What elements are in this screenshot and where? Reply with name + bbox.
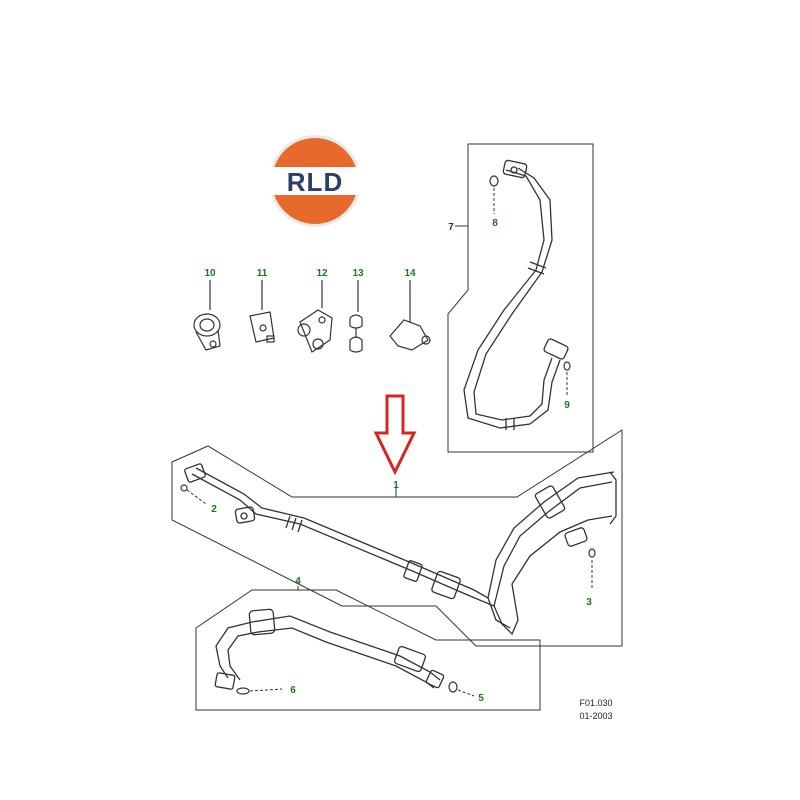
callout-14: 14 <box>404 268 416 279</box>
callout-4: 4 <box>295 576 301 587</box>
figure-date: 01-2003 <box>579 711 612 721</box>
part-12-block <box>297 280 333 353</box>
callout-1: 1 <box>393 480 399 491</box>
callout-13: 13 <box>352 268 364 279</box>
logo-band <box>266 167 364 195</box>
callout-10: 10 <box>204 268 216 279</box>
callout-11: 11 <box>257 268 268 279</box>
part-8-o-ring <box>489 175 499 187</box>
part-4-outline <box>195 589 541 711</box>
part-9-o-ring <box>563 361 571 371</box>
callout-12: 12 <box>316 268 328 279</box>
part-3-o-ring <box>588 548 596 558</box>
down-arrow-icon <box>373 394 417 476</box>
part-6-o-ring <box>236 687 250 695</box>
callout-8: 8 <box>492 218 498 229</box>
part-1-outline <box>171 429 623 647</box>
callout-7: 7 <box>448 222 454 233</box>
part-5-o-ring <box>448 681 458 693</box>
part-13-clip <box>349 280 363 353</box>
part-11-block <box>249 280 275 343</box>
callout-5: 5 <box>478 693 484 704</box>
part-7-outline <box>447 143 594 453</box>
callout-9: 9 <box>564 400 570 411</box>
logo-text: RLD <box>287 167 343 197</box>
part-1-hose <box>184 463 617 636</box>
rld-logo: RLD <box>266 135 364 227</box>
figure-ref: F01.030 <box>579 698 612 708</box>
callout-2: 2 <box>211 504 217 515</box>
part-4-hose <box>214 608 445 690</box>
part-2-o-ring <box>180 484 188 492</box>
part-7-hose <box>463 159 569 430</box>
part-10-seal <box>193 280 221 351</box>
callout-6: 6 <box>290 685 296 696</box>
part-14-clip <box>389 280 431 351</box>
callout-3: 3 <box>586 597 592 608</box>
